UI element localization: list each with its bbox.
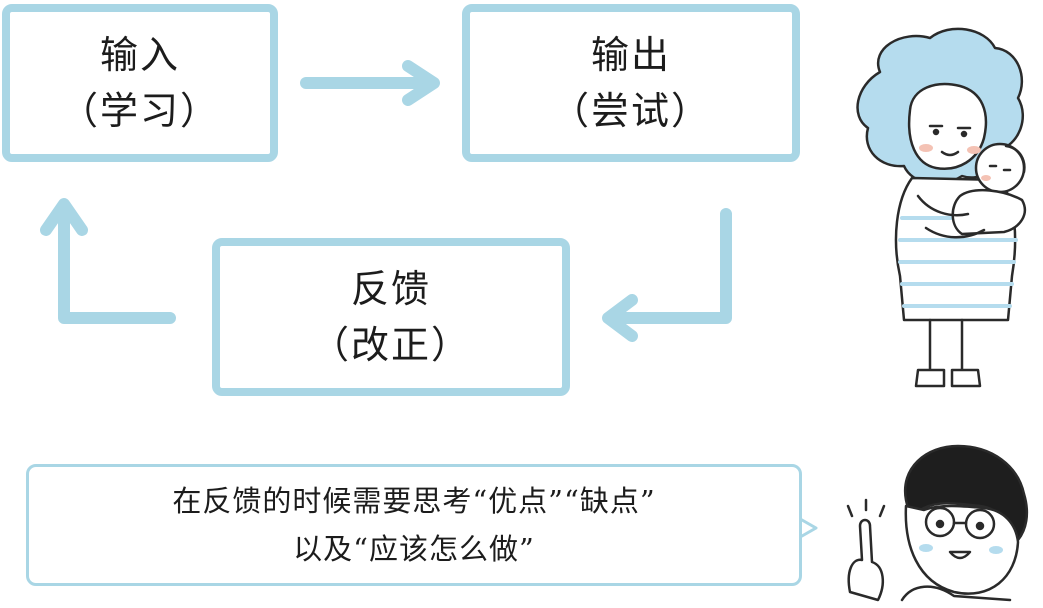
input-learning-box: 输入 （学习） [2, 4, 278, 162]
arrow-up-icon [40, 198, 176, 324]
output-subtitle: （尝试） [550, 89, 711, 133]
note-line-2: 以及“应该怎么做” [293, 532, 535, 566]
output-trying-box: 输出 （尝试） [462, 4, 800, 162]
feedback-correction-box: 反馈 （改正） [212, 238, 570, 396]
input-subtitle: （学习） [59, 89, 220, 133]
arrow-down-left-icon [602, 208, 732, 342]
note-line-1: 在反馈的时候需要思考“优点”“缺点” [172, 484, 656, 518]
feedback-title: 反馈 [350, 267, 431, 311]
feedback-tip-note: 在反馈的时候需要思考“优点”“缺点” 以及“应该怎么做” [26, 464, 802, 586]
man-with-glasses-icon [800, 444, 1029, 602]
input-title: 输入 [99, 33, 180, 77]
output-title: 输出 [590, 33, 671, 77]
mother-with-baby-icon [856, 27, 1027, 388]
arrow-right-icon [300, 60, 440, 106]
feedback-subtitle: （改正） [310, 323, 471, 367]
